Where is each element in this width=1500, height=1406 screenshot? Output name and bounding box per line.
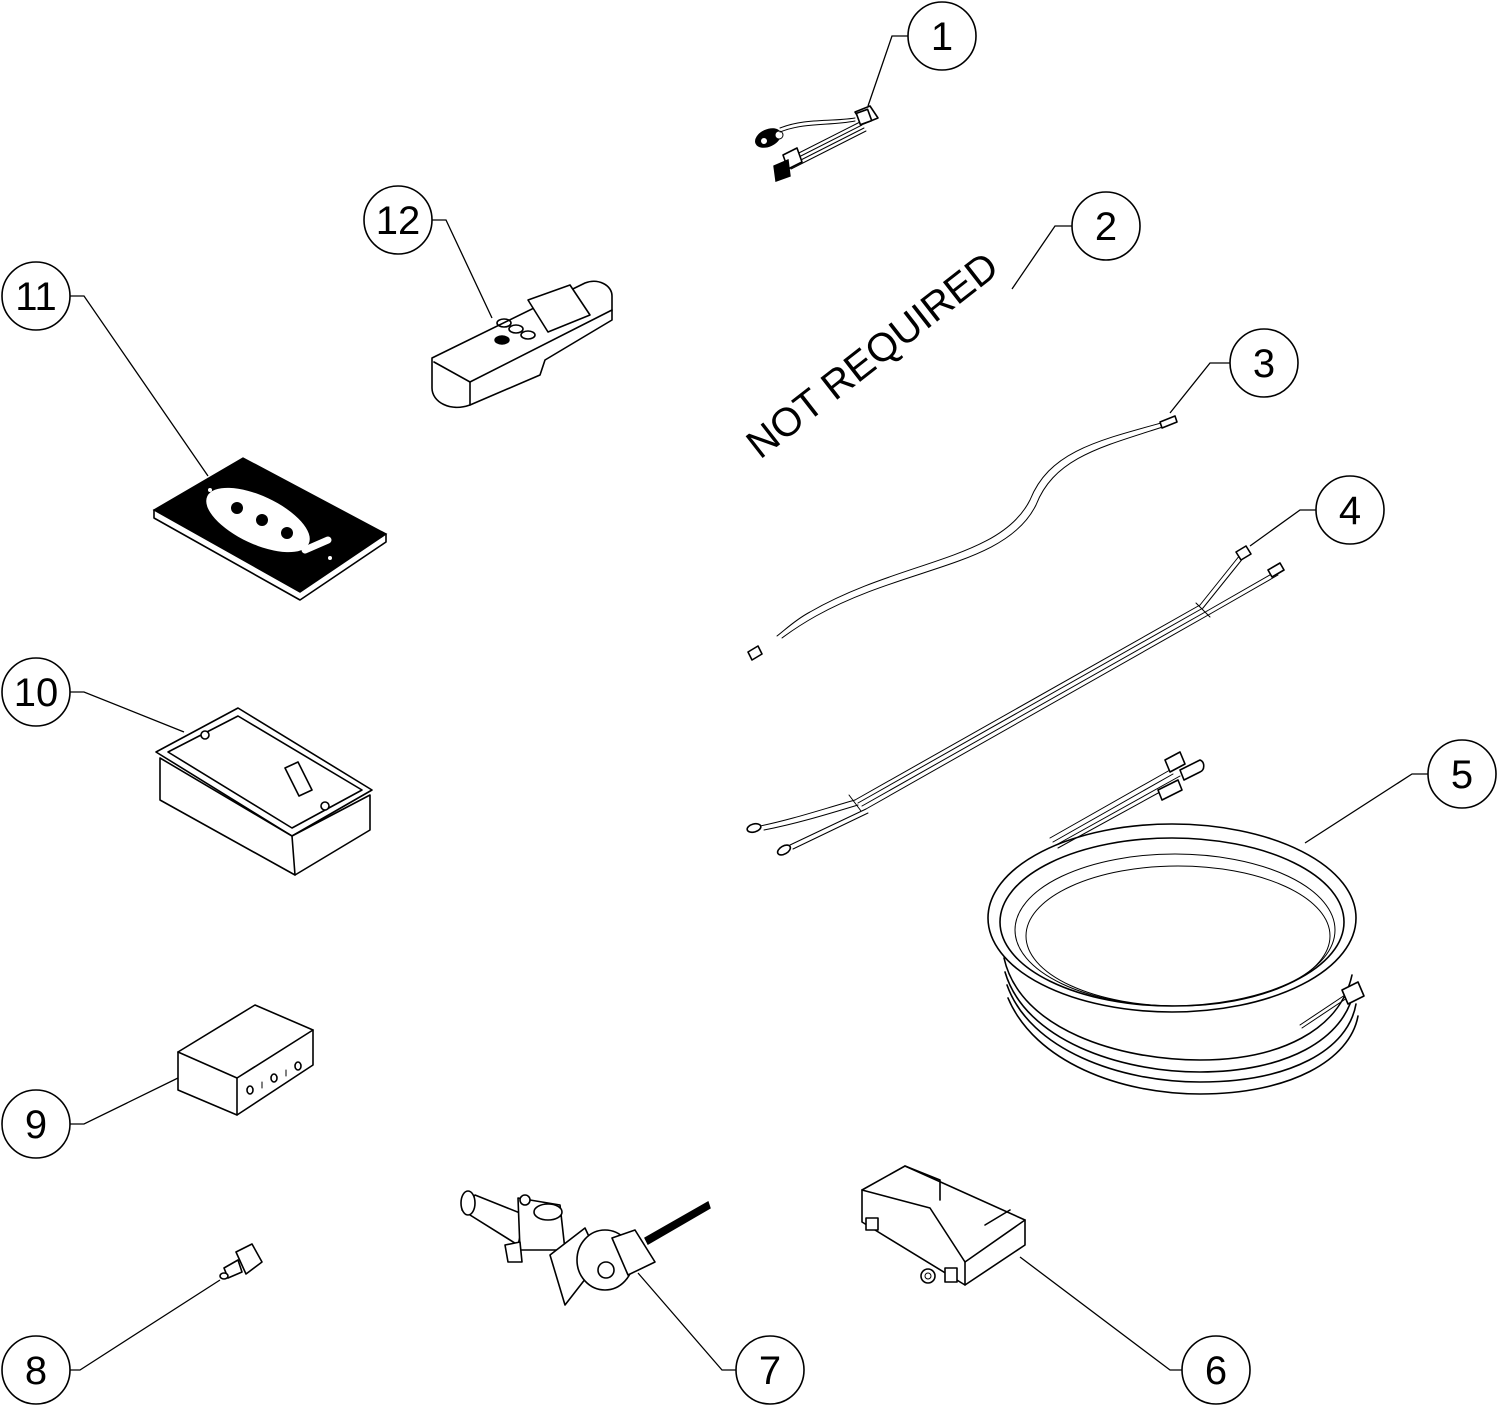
part-5-coiled-cable <box>987 751 1428 1095</box>
leader-2 <box>1011 225 1072 290</box>
leader-9 <box>70 1077 179 1125</box>
part-11-wall-switch-plate <box>70 295 388 601</box>
not-required-note: NOT REQUIRED <box>738 244 1006 467</box>
callout-5-number: 5 <box>1451 753 1473 797</box>
callout-4-number: 4 <box>1339 489 1361 533</box>
callout-2: 2 <box>1071 191 1141 261</box>
callout-3-number: 3 <box>1253 342 1275 386</box>
callout-12-number: 12 <box>376 199 421 243</box>
part-1-wiring-harness <box>755 35 908 182</box>
callout-10-number: 10 <box>14 671 59 715</box>
leader-11 <box>70 295 209 477</box>
callout-2-number: 2 <box>1095 205 1117 249</box>
callout-6: 6 <box>1181 1335 1251 1405</box>
callout-8-number: 8 <box>25 1349 47 1393</box>
leader-6 <box>1019 1256 1184 1371</box>
callout-10: 10 <box>1 657 71 727</box>
leader-3 <box>1169 362 1230 414</box>
callout-5: 5 <box>1427 739 1497 809</box>
part-3-thermo-wire <box>747 362 1230 661</box>
callout-9-number: 9 <box>25 1103 47 1147</box>
callout-1-number: 1 <box>931 15 953 59</box>
part-2-not-required: NOT REQUIRED <box>738 225 1072 467</box>
callout-7: 7 <box>735 1335 805 1405</box>
part-7-gas-valve <box>460 1190 736 1371</box>
leader-1 <box>867 35 908 107</box>
callout-8: 8 <box>1 1335 71 1405</box>
part-6-control-module <box>861 1165 1184 1371</box>
callout-6-number: 6 <box>1205 1349 1227 1393</box>
leader-4 <box>1249 509 1316 547</box>
callout-11: 11 <box>1 261 71 331</box>
callout-11-number: 11 <box>15 275 57 319</box>
callout-4: 4 <box>1315 475 1385 545</box>
callout-3: 3 <box>1229 328 1299 398</box>
callout-7-number: 7 <box>759 1349 781 1393</box>
leader-5 <box>1304 773 1428 844</box>
leader-10 <box>70 691 185 733</box>
callout-1: 1 <box>907 1 977 71</box>
callout-12: 12 <box>363 185 433 255</box>
leader-7 <box>637 1272 736 1371</box>
part-10-wall-box <box>70 691 373 876</box>
part-8-fitting <box>70 1243 263 1371</box>
part-9-battery-box <box>70 1004 314 1125</box>
part-4-ground-wire-harness <box>746 509 1316 856</box>
leader-8 <box>70 1279 221 1371</box>
callout-9: 9 <box>1 1089 71 1159</box>
leader-12 <box>432 219 493 319</box>
part-12-remote-control <box>431 219 613 409</box>
